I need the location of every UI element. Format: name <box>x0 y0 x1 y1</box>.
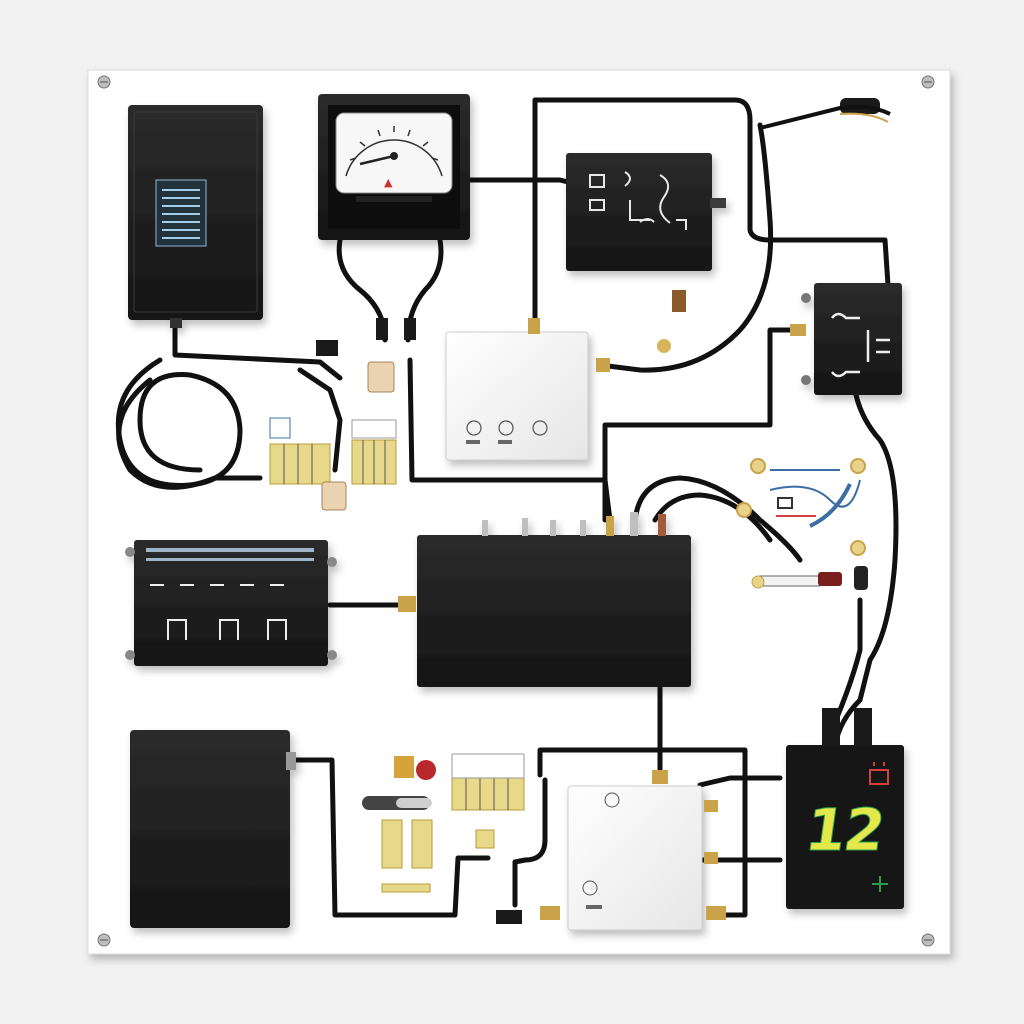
switch-module <box>801 283 902 395</box>
svg-text:▲: ▲ <box>384 176 393 189</box>
power-module-label-graphic <box>155 179 207 247</box>
power-module <box>128 105 263 328</box>
fuse-icon <box>362 756 436 810</box>
wiring-diagram-sticker <box>736 458 866 556</box>
junction-box-upper-icons <box>466 420 548 436</box>
connector-icon <box>751 566 868 590</box>
junction-box-upper <box>445 331 589 461</box>
control-relay-box <box>566 153 726 271</box>
screw-icon <box>921 933 935 947</box>
display-module <box>786 745 904 909</box>
screw-icon <box>97 75 111 89</box>
main-box-terminals <box>482 512 666 536</box>
terminal-panel-schematic <box>150 584 287 640</box>
terminal-icon <box>451 753 525 811</box>
screw-icon <box>921 75 935 89</box>
display-module-graphic-bottom <box>872 876 888 892</box>
display-module-graphic-top <box>869 762 889 785</box>
screw-icon <box>97 933 111 947</box>
display-module-label: 12 <box>801 796 888 865</box>
junction-box-lower <box>567 785 703 931</box>
terminal-panel <box>125 540 337 666</box>
terminal-panel-labels <box>146 548 314 561</box>
switch-schematic-graphic <box>831 312 890 378</box>
terminal-icon <box>269 417 331 485</box>
gauge-icon: ▲ <box>318 94 470 240</box>
battery-box <box>130 730 296 928</box>
top-right-wire-harness <box>759 104 891 130</box>
cable-runs <box>115 97 899 918</box>
connector-icon <box>321 361 395 511</box>
main-controller-box <box>417 512 691 687</box>
terminal-icon <box>381 819 495 893</box>
connector-icon <box>398 290 806 920</box>
top-right-wire-harness-color <box>839 112 889 123</box>
relay-schematic-graphic <box>589 171 687 230</box>
terminal-icon <box>351 419 397 485</box>
